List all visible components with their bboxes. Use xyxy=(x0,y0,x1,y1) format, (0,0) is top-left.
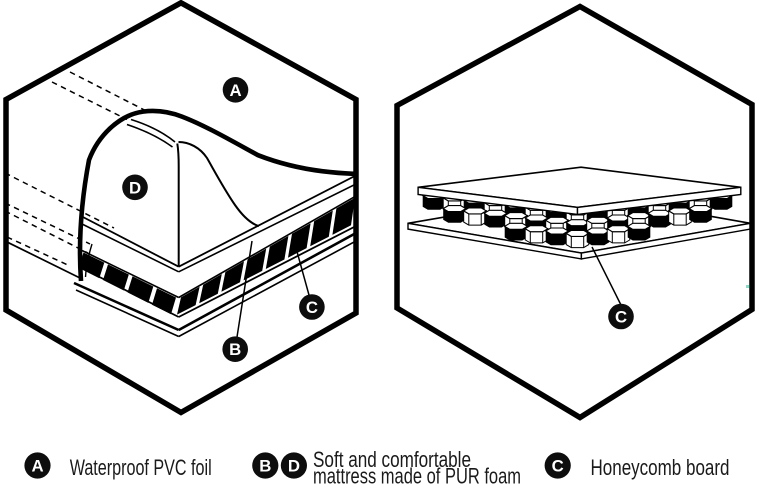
svg-text:A: A xyxy=(229,81,241,100)
svg-text:A: A xyxy=(31,457,43,476)
svg-text:Honeycomb board: Honeycomb board xyxy=(591,455,730,480)
svg-text:B: B xyxy=(229,340,241,359)
svg-text:C: C xyxy=(552,457,564,476)
svg-text:D: D xyxy=(129,178,141,197)
svg-text:Waterproof PVC foil: Waterproof PVC foil xyxy=(70,455,212,480)
svg-text:D: D xyxy=(288,457,300,476)
svg-text:B: B xyxy=(259,457,271,476)
svg-text:C: C xyxy=(615,308,627,327)
svg-text:mattress made of PUR foam: mattress made of PUR foam xyxy=(313,464,521,487)
svg-text:Soft and comfortable: Soft and comfortable xyxy=(313,447,471,472)
svg-text:C: C xyxy=(306,298,318,317)
